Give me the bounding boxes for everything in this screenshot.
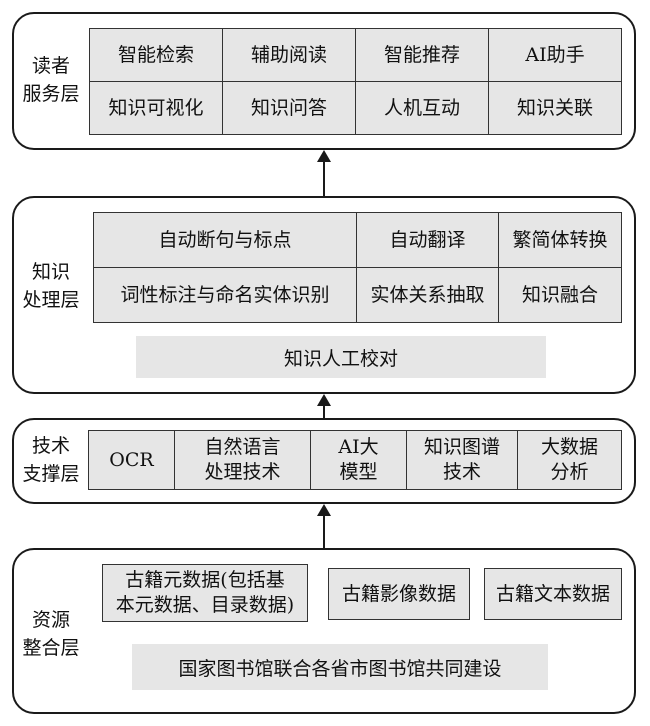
arrow-up-3-head: [317, 504, 331, 516]
reader-layer-label-line2: 服务层: [22, 83, 80, 105]
reader-cell-human-machine-interaction: 人机互动: [355, 81, 489, 135]
resource-integration-layer: 资源 整合层 古籍元数据(包括基 本元数据、目录数据) 古籍影像数据 古籍文本数…: [12, 548, 636, 714]
arrow-up-1: [317, 150, 331, 196]
knowledge-cell-auto-translation: 自动翻译: [356, 212, 499, 268]
tech-cell-nlp-line2: 处理技术: [204, 461, 281, 483]
resource-cell-ancient-book-images: 古籍影像数据: [328, 568, 470, 620]
technology-support-layer: 技术 支撑层 OCR 自然语言 处理技术 AI大 模型 知识图谱 技术 大数据 …: [12, 418, 636, 504]
knowledge-cell-relation-extraction: 实体关系抽取: [356, 267, 499, 323]
arrow-up-2-shaft: [323, 404, 325, 418]
reader-layer-label: 读者 服务层: [16, 52, 86, 108]
reader-service-layer: 读者 服务层 智能检索 辅助阅读 智能推荐 AI助手 知识可视化 知识问答 人机…: [12, 12, 636, 150]
arrow-up-2-head: [317, 394, 331, 406]
knowledge-layer-label-line2: 处理层: [22, 289, 80, 311]
knowledge-cell-auto-punctuation: 自动断句与标点: [93, 212, 357, 268]
tech-cell-ocr-text: OCR: [109, 448, 153, 473]
tech-cell-ocr: OCR: [88, 430, 175, 490]
resource-national-library-bar: 国家图书馆联合各省市图书馆共同建设: [132, 644, 548, 690]
resource-cell-ancient-book-text: 古籍文本数据: [484, 568, 622, 620]
tech-cell-big-data-line2: 分析: [550, 461, 589, 483]
tech-cell-ocr-line1: OCR: [109, 448, 154, 471]
resource-cell-images-line1: 古籍影像数据: [341, 582, 456, 605]
reader-cell-ai-assistant: AI助手: [488, 28, 622, 82]
reader-cell-smart-recommend: 智能推荐: [355, 28, 489, 82]
tech-cell-ai-large-model-line1: AI大: [338, 436, 379, 458]
reader-layer-label-line1: 读者: [31, 55, 70, 77]
tech-cell-knowledge-graph-text: 知识图谱 技术: [424, 435, 500, 485]
reader-cell-assisted-reading: 辅助阅读: [222, 28, 356, 82]
arrow-up-2: [317, 394, 331, 418]
tech-cell-knowledge-graph: 知识图谱 技术: [406, 430, 518, 490]
resource-cell-metadata-text: 古籍元数据(包括基 本元数据、目录数据): [116, 568, 294, 618]
tech-cell-big-data-line1: 大数据: [540, 436, 598, 458]
resource-layer-label-line1: 资源: [31, 609, 70, 631]
resource-layer-label: 资源 整合层: [16, 606, 86, 662]
knowledge-cell-knowledge-fusion: 知识融合: [498, 267, 622, 323]
reader-cell-knowledge-association: 知识关联: [488, 81, 622, 135]
resource-cell-ancient-book-metadata: 古籍元数据(包括基 本元数据、目录数据): [102, 564, 308, 622]
tech-layer-label-line2: 支撑层: [22, 463, 80, 485]
tech-cell-nlp-text: 自然语言 处理技术: [204, 435, 280, 485]
arrow-up-1-head: [317, 150, 331, 162]
reader-cell-knowledge-visualization: 知识可视化: [89, 81, 223, 135]
tech-cell-knowledge-graph-line1: 知识图谱: [423, 436, 500, 458]
tech-layer-label-line1: 技术: [31, 435, 70, 457]
arrow-up-3: [317, 504, 331, 548]
reader-cell-knowledge-qa: 知识问答: [222, 81, 356, 135]
tech-cell-ai-large-model-text: AI大 模型: [338, 435, 378, 485]
knowledge-cell-pos-ner: 词性标注与命名实体识别: [93, 267, 357, 323]
resource-cell-text-line1: 古籍文本数据: [495, 582, 610, 605]
tech-cell-ai-large-model-line2: 模型: [339, 461, 378, 483]
knowledge-processing-layer: 知识 处理层 自动断句与标点 自动翻译 繁简体转换 词性标注与命名实体识别 实体…: [12, 196, 636, 394]
knowledge-layer-label-line1: 知识: [31, 261, 70, 283]
knowledge-cell-traditional-simplified: 繁简体转换: [498, 212, 622, 268]
knowledge-layer-label: 知识 处理层: [16, 258, 86, 314]
tech-cell-nlp: 自然语言 处理技术: [174, 430, 311, 490]
tech-cell-knowledge-graph-line2: 技术: [442, 461, 481, 483]
resource-cell-metadata-line1: 古籍元数据(包括基: [125, 569, 285, 591]
reader-cell-smart-search: 智能检索: [89, 28, 223, 82]
resource-layer-label-line2: 整合层: [22, 637, 80, 659]
arrow-up-3-shaft: [323, 514, 325, 548]
resource-cell-metadata-line2: 本元数据、目录数据): [115, 594, 295, 616]
tech-cell-big-data: 大数据 分析: [517, 430, 622, 490]
tech-layer-label: 技术 支撑层: [16, 432, 86, 488]
tech-cell-nlp-line1: 自然语言: [204, 436, 281, 458]
knowledge-manual-proofreading-bar: 知识人工校对: [136, 336, 546, 378]
tech-cell-ai-large-model: AI大 模型: [310, 430, 407, 490]
arrow-up-1-shaft: [323, 160, 325, 196]
tech-cell-big-data-text: 大数据 分析: [541, 435, 598, 485]
